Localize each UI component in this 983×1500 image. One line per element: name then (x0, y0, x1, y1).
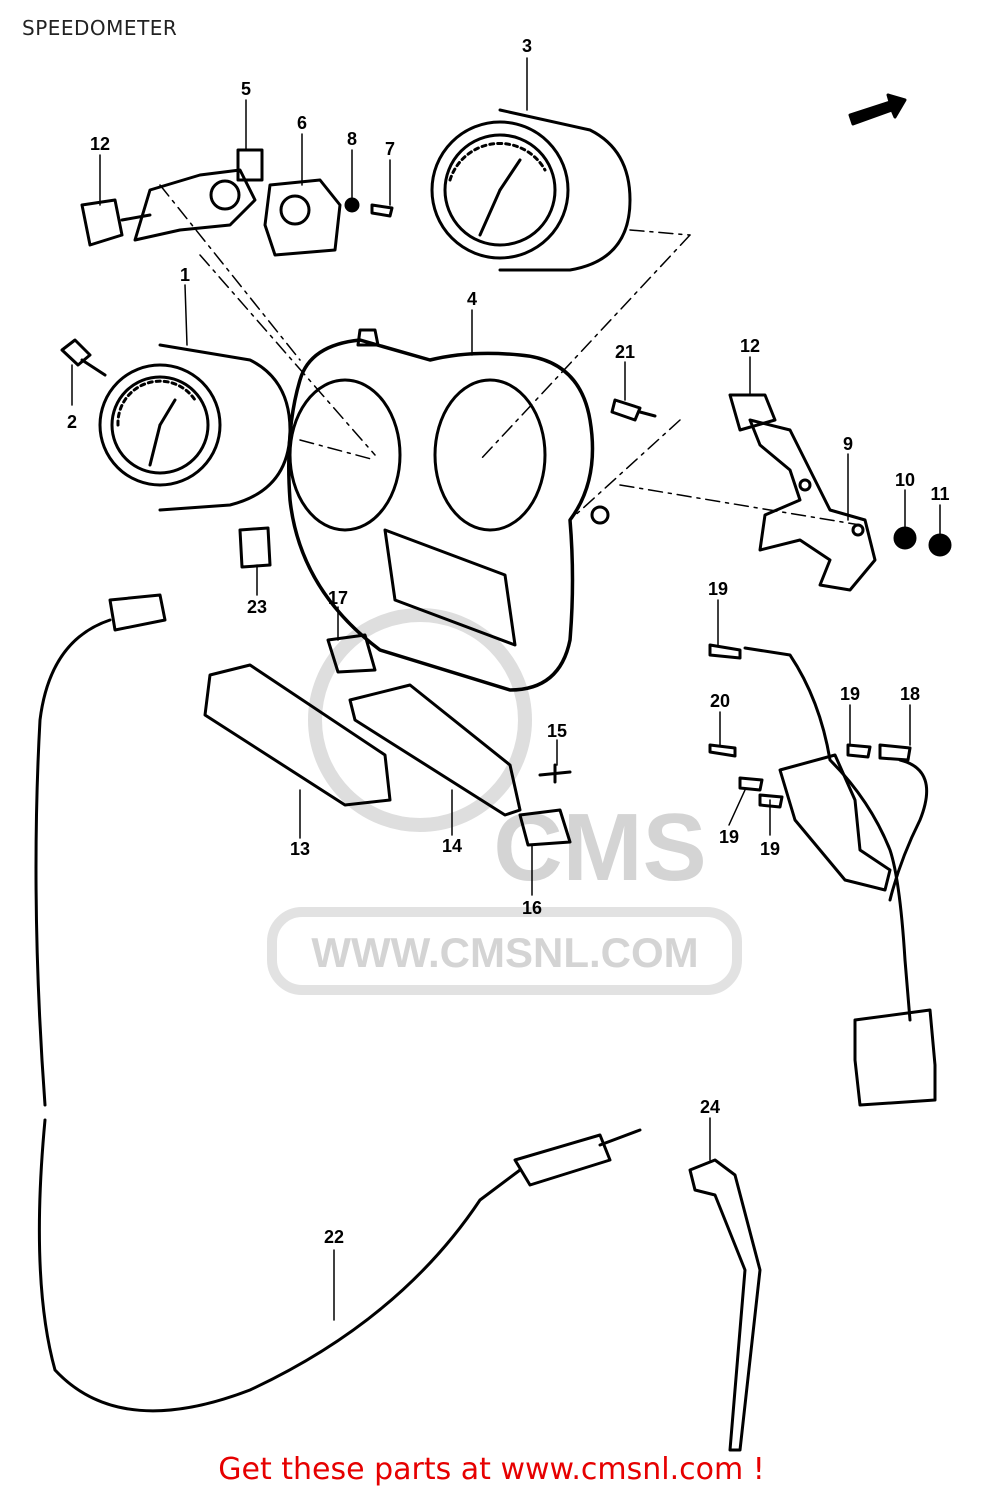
callout-15: 15 (547, 721, 567, 741)
speedometer-gauge (98, 343, 292, 512)
callout-1: 1 (180, 265, 190, 285)
lens-part-14 (348, 683, 522, 817)
watermark-url-text: WWW.CMSNL.COM (311, 929, 698, 976)
nut-part-10 (893, 526, 917, 550)
callout-21: 21 (615, 342, 635, 362)
callout-9: 9 (843, 434, 853, 454)
callout-3: 3 (522, 36, 532, 56)
nut-part-11 (928, 533, 952, 557)
plate-part-17 (326, 633, 377, 674)
callout-14: 14 (442, 836, 462, 856)
callout-12-right: 12 (740, 336, 760, 356)
watermark-logo-text: CMS (493, 794, 706, 901)
nut-part-8 (344, 197, 360, 213)
callout-6: 6 (297, 113, 307, 133)
assembly-lines (159, 184, 861, 526)
callout-19-d: 19 (760, 839, 780, 859)
callout-19-b: 19 (840, 684, 860, 704)
speedometer-cable-part-22 (34, 593, 642, 1413)
callout-20: 20 (710, 691, 730, 711)
callout-19-c: 19 (719, 827, 739, 847)
callout-4: 4 (467, 289, 477, 309)
callout-8: 8 (347, 129, 357, 149)
callout-12-top: 12 (90, 134, 110, 154)
callout-11: 11 (930, 484, 949, 504)
leader-lines (71, 57, 941, 1321)
callout-24: 24 (700, 1097, 720, 1117)
cushion-part-23 (238, 526, 272, 569)
screw-part-7 (370, 203, 394, 218)
callout-7: 7 (385, 139, 395, 159)
tachometer-gauge (430, 108, 632, 272)
footer-shop-link[interactable]: Get these parts at www.cmsnl.com ! (218, 1452, 765, 1487)
callout-17: 17 (328, 588, 348, 608)
callout-13: 13 (290, 839, 310, 859)
meter-case (287, 328, 610, 692)
page-title: SPEEDOMETER (22, 16, 178, 40)
callout-18: 18 (900, 684, 920, 704)
plate-part-16 (518, 808, 572, 847)
screw-part-2 (60, 338, 107, 377)
front-direction-arrow-icon (848, 93, 907, 126)
callout-10: 10 (895, 470, 915, 490)
callout-5: 5 (241, 79, 251, 99)
screw-part-21 (610, 398, 657, 422)
watermark-banner (267, 907, 742, 995)
watermark-emblem (308, 608, 532, 832)
socket-assembly (80, 148, 342, 257)
callout-19-a: 19 (708, 579, 728, 599)
callout-23: 23 (247, 597, 267, 617)
callout-2: 2 (67, 412, 77, 432)
wiring-harness (708, 643, 937, 1107)
bracket-part-9 (728, 393, 877, 592)
callout-16: 16 (522, 898, 542, 918)
indicator-panel-part-13 (203, 663, 392, 807)
callout-labels: 1 2 3 4 5 6 7 8 9 10 11 12 12 13 14 15 1… (67, 36, 950, 1247)
callout-22: 22 (324, 1227, 344, 1247)
screw-part-15 (538, 763, 572, 784)
watermark: CMS WWW.CMSNL.COM (267, 608, 742, 995)
cable-guide-part-24 (688, 1158, 762, 1452)
